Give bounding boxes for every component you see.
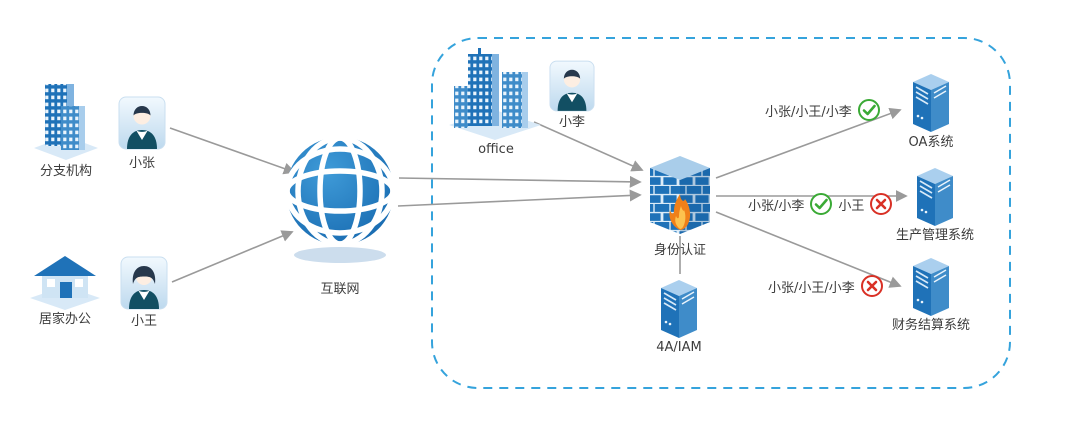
oa-access-result: 小张/小王/小李 xyxy=(765,98,881,122)
home-office-label: 居家办公 xyxy=(38,312,91,327)
finance-system-node xyxy=(906,254,956,316)
production-system-label: 生产管理系统 xyxy=(895,228,974,243)
arrow-xiaozhang-to-internet xyxy=(169,127,296,175)
home-office-icon xyxy=(30,256,100,310)
user-avatar-icon xyxy=(118,96,166,150)
iam-label: 4A/IAM xyxy=(656,340,702,355)
check-circle-icon xyxy=(810,193,833,215)
identity-auth-node xyxy=(646,150,714,234)
oa-system-node xyxy=(906,70,956,132)
user-avatar-icon xyxy=(120,256,168,310)
oa-access-users: 小张/小王/小李 xyxy=(765,104,852,120)
finance-system-label: 财务结算系统 xyxy=(891,318,970,333)
office-node xyxy=(448,48,543,140)
production-system-node xyxy=(910,164,960,226)
arrow-internet-to-auth-2 xyxy=(397,189,642,207)
user-xiaoli-node xyxy=(549,60,595,112)
server-icon xyxy=(913,74,949,132)
iam-node xyxy=(653,276,705,338)
branch-office-building-icon xyxy=(34,84,98,160)
production-access-result: 小张/小李 小王 xyxy=(748,192,893,216)
user-xiaoli-label: 小李 xyxy=(558,115,585,130)
globe-icon xyxy=(284,135,396,263)
user-avatar-icon xyxy=(549,60,595,112)
identity-auth-label: 身份认证 xyxy=(653,243,706,258)
user-xiaozhang-node xyxy=(118,96,166,150)
internet-node xyxy=(282,134,398,266)
office-buildings-icon xyxy=(449,48,541,140)
user-xiaowang-label: 小王 xyxy=(130,314,157,329)
cross-circle-icon xyxy=(860,275,883,297)
server-icon xyxy=(913,258,949,316)
server-icon xyxy=(917,168,953,226)
check-circle-icon xyxy=(857,99,880,121)
user-xiaozhang-label: 小张 xyxy=(128,156,155,171)
user-xiaowang-node xyxy=(120,256,168,310)
branch-office-label: 分支机构 xyxy=(39,164,92,179)
branch-office-node xyxy=(32,80,100,160)
office-label: office xyxy=(478,142,514,157)
firewall-icon xyxy=(650,156,710,234)
production-access-allowed-users: 小张/小李 xyxy=(748,198,805,214)
finance-access-result: 小张/小王/小李 xyxy=(768,274,884,298)
server-icon xyxy=(661,280,697,338)
finance-access-users: 小张/小王/小李 xyxy=(768,280,855,296)
internet-label: 互联网 xyxy=(320,282,360,297)
cross-circle-icon xyxy=(870,193,893,215)
arrow-xiaowang-to-internet xyxy=(171,230,294,283)
oa-system-label: OA系统 xyxy=(908,135,954,150)
home-office-node xyxy=(28,248,102,310)
arrow-internet-to-auth-1 xyxy=(398,175,642,188)
production-access-denied-users: 小王 xyxy=(838,198,865,214)
